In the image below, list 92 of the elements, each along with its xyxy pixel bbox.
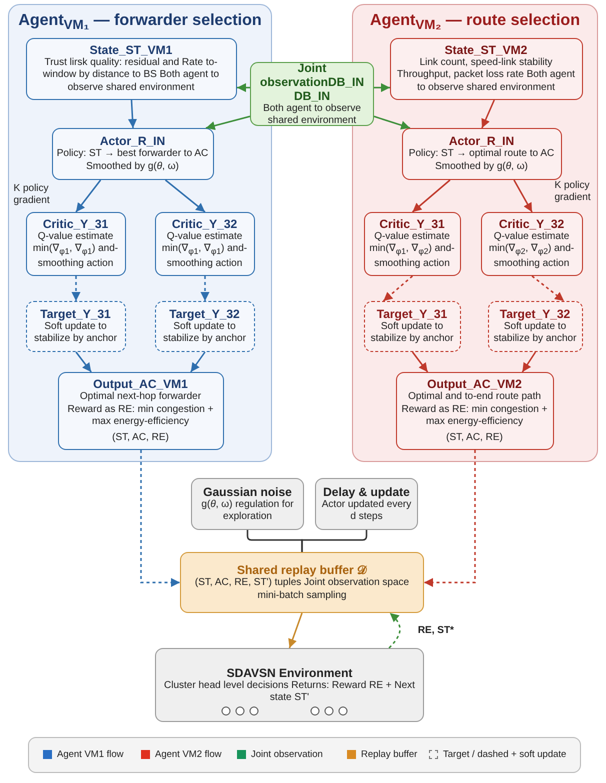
process-box: [402, 128, 562, 180]
box-text: Policy: ST → optimal route to AC Smoothed by g(θ, ω): [408, 148, 556, 173]
target-box: [488, 300, 582, 352]
annotation-text: K policy gradient: [554, 180, 592, 204]
box-title: Agent$_{VM₂}$ — route selection: [370, 11, 580, 34]
dashed-arrow: [532, 275, 564, 302]
box-title: Output_AC_VM1: [93, 377, 188, 391]
legend-label: Agent VM2 flow: [155, 749, 222, 760]
process-box: [191, 478, 304, 530]
dashed-arrow: [382, 275, 413, 302]
arrow: [374, 116, 410, 130]
legend-label: Agent VM1 flow: [57, 749, 124, 760]
arrow: [190, 352, 206, 372]
dashed-arrow: [424, 450, 476, 587]
box-title: Gaussian noise: [203, 484, 292, 498]
box-title: Critic_Y_32: [172, 216, 238, 231]
box-text: (ST, AC, RE): [446, 432, 503, 444]
process-box: [26, 38, 236, 100]
box-title: Joint observationDB_IN DB_IN: [258, 60, 366, 102]
box-text: Soft update to stabilize by anchor: [162, 320, 247, 346]
dashed-arrow: [140, 450, 180, 587]
box-text: (ST, AC, RE, ST') tuples Joint observation space mini-batch sampling: [194, 577, 410, 602]
box-text: Optimal and to-end route path Reward as RE: min congestion + max energy-efficiency: [400, 391, 548, 428]
arrow: [374, 83, 390, 92]
box-title: Target_Y_32: [169, 306, 240, 320]
process-box: [26, 212, 126, 276]
arrow: [288, 612, 303, 648]
arrow: [412, 179, 450, 213]
box-text: (ST, AC, RE): [112, 432, 169, 444]
process-box: [396, 372, 554, 450]
process-box: [155, 648, 424, 722]
process-box: [52, 128, 214, 180]
arrow: [412, 352, 428, 372]
box-title: State_ST_VM2: [444, 42, 528, 57]
box-text: Cluster head level decisions Returns: Reward RE + Next state ST': [163, 680, 416, 704]
arrow: [75, 180, 102, 212]
target-box: [364, 300, 460, 352]
box-title: Output_AC_VM2: [427, 377, 522, 391]
legend-label: Replay buffer: [361, 749, 418, 760]
dashed-arrow: [72, 276, 80, 301]
box-title: Critic_Y_32: [498, 216, 564, 231]
dashed-arrow: [388, 612, 401, 649]
box-text: Q-value estimate min(∇$_{φ1}$, ∇$_{φ1}$) and-smoothing action: [160, 230, 248, 270]
box-text: Q-value estimate min(∇$_{φ1}$, ∇$_{φ2}$) and-smoothing action: [368, 230, 456, 270]
box-text: Soft update to stabilize by anchor: [370, 320, 454, 346]
arrow: [206, 116, 250, 130]
target-box: [154, 300, 254, 352]
annotation-text: K policy gradient: [14, 182, 51, 206]
legend-label: Target / dashed + soft update: [443, 749, 566, 760]
arrow: [513, 180, 533, 212]
process-box: [315, 478, 418, 530]
box-title: SDAVSN Environment: [226, 666, 352, 680]
process-box: [480, 212, 582, 276]
box-text: Soft update to stabilize by anchor: [492, 320, 578, 346]
process-box: [154, 212, 254, 276]
box-title: Actor_R_IN: [448, 134, 514, 148]
box-text: Policy: ST → best forwarder to AC Smoothed by g(θ, ω): [56, 148, 208, 173]
box-text: Q-value estimate min(∇$_{φ1}$, ∇$_{φ1}$) and-smoothing action: [32, 230, 120, 270]
box-text: Q-value estimate min(∇$_{φ2}$, ∇$_{φ2}$) and-smoothing action: [488, 230, 576, 270]
arrow: [481, 100, 495, 128]
process-box: [364, 212, 460, 276]
box-title: Target_Y_31: [40, 306, 111, 320]
connector-line: [301, 530, 368, 552]
buffer-box: [180, 552, 424, 613]
box-title: Critic_Y_31: [379, 216, 445, 231]
observation-box: [250, 62, 374, 126]
arrow: [75, 352, 92, 372]
arrow: [128, 100, 137, 128]
box-text: g(θ, ω) regulation for exploration: [200, 498, 295, 524]
box-title: Critic_Y_31: [42, 216, 108, 231]
box-title: Agent$_{VM₁}$ — forwarder selection: [18, 11, 262, 34]
box-text: Both agent to observe shared environment: [262, 102, 362, 128]
box-title: Actor_R_IN: [100, 134, 166, 148]
box-title: Shared replay buffer 𝒟: [236, 563, 368, 577]
box-title: Delay & update: [323, 484, 410, 498]
box-title: Target_Y_32: [500, 306, 570, 320]
edge-label: RE, ST*: [416, 624, 456, 636]
arrow: [164, 179, 206, 213]
box-text: Optimal next-hop forwarder Reward as RE: min congestion + max energy-efficiency: [66, 391, 214, 428]
box-text: Trust lirsk quality: residual and Rate to-window by distance to BS Both agent to observe shared environment: [42, 56, 220, 94]
box-text: Actor updated every d steps: [320, 498, 412, 524]
process-box: [390, 38, 582, 100]
arrow: [522, 352, 536, 372]
target-box: [26, 300, 126, 352]
arrow: [237, 83, 250, 92]
legend-label: Joint observation: [251, 749, 323, 760]
box-text: Link count, speed-link stability Throughput, packet loss rate Both agent to observe shared environment: [396, 56, 576, 94]
box-title: Target_Y_31: [376, 306, 448, 320]
process-box: [58, 372, 224, 450]
dashed-arrow: [200, 276, 210, 301]
box-title: State_ST_VM1: [90, 42, 172, 57]
box-text: Soft update to stabilize by anchor: [33, 320, 118, 346]
